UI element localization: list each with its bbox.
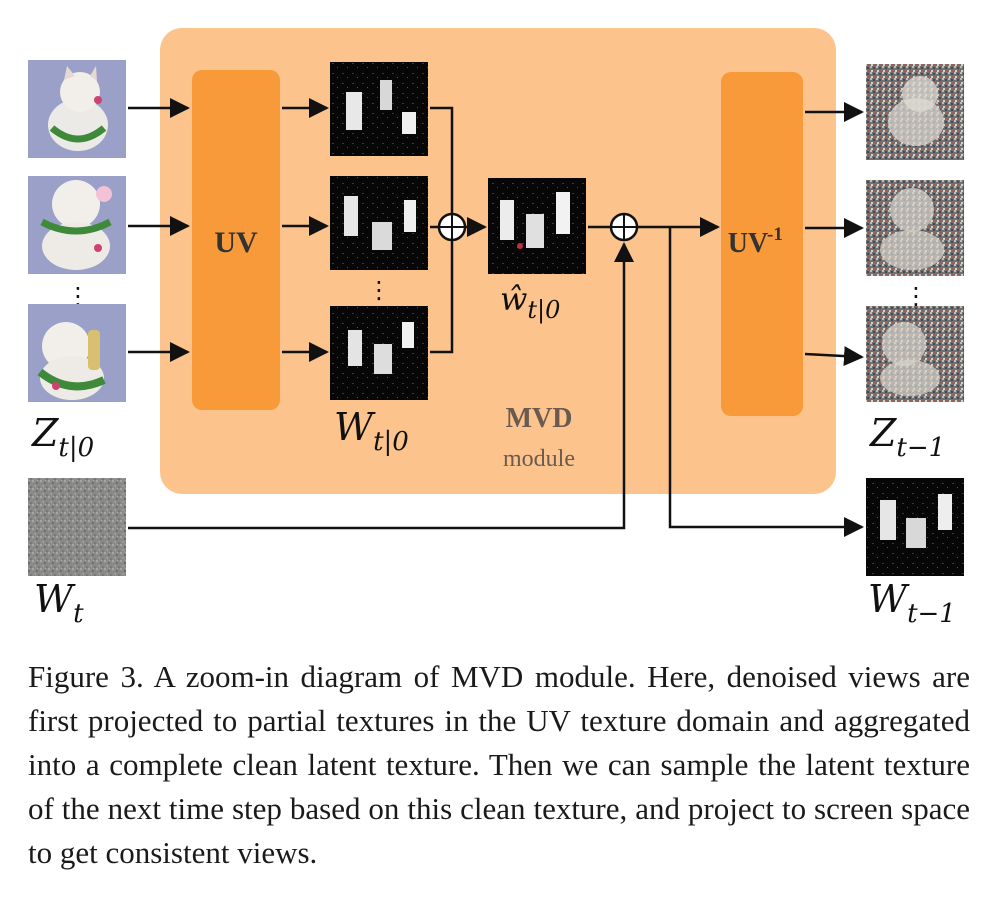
line-partial3-sum	[430, 240, 454, 354]
partial-texture-3	[330, 306, 428, 400]
output-view-3	[866, 306, 964, 402]
input-view-2	[28, 176, 126, 274]
aggregated-texture	[488, 178, 586, 274]
output-view-2	[866, 180, 964, 276]
uv-label: UV	[214, 226, 258, 259]
partial-texture-2	[330, 176, 428, 270]
label-w-hat: ŵt|0	[500, 280, 560, 325]
sum-node-aggregate	[437, 212, 467, 242]
output-texture-wtm1	[866, 478, 964, 576]
line-partial1-sum	[430, 106, 454, 214]
arrow-noise-sum2	[128, 242, 634, 530]
output-view-1	[866, 64, 964, 160]
partial-texture-1	[330, 62, 428, 156]
uv-block	[192, 70, 280, 410]
uv-inverse-superscript: -1	[767, 224, 783, 245]
input-view-3	[28, 304, 126, 402]
mvd-diagram: UV UV -1 MVD module ⋮	[28, 28, 964, 629]
arrow-uvinv-output3	[804, 346, 864, 367]
label-w-tm1: Wt−1	[868, 577, 956, 629]
label-z-tm1: Zt−1	[869, 411, 945, 463]
input-view-1	[28, 60, 126, 158]
label-w-t0: Wt|0	[334, 405, 409, 457]
output-ellipsis: ⋮	[904, 282, 928, 310]
partial-ellipsis: ⋮	[367, 276, 391, 304]
uv-inverse-block	[721, 72, 803, 416]
arrow-branch-wtm1	[668, 227, 864, 537]
uv-inverse-label: UV	[728, 228, 768, 259]
mvd-title: MVD	[506, 403, 573, 434]
noise-texture-wt	[28, 478, 126, 576]
figure-caption: Figure 3. A zoom-in diagram of MVD modul…	[28, 659, 970, 870]
label-w-t: Wt	[34, 577, 84, 629]
label-z-t0: Zt|0	[31, 411, 94, 463]
sum-node-sample	[609, 212, 639, 242]
mvd-subtitle: module	[503, 446, 575, 472]
